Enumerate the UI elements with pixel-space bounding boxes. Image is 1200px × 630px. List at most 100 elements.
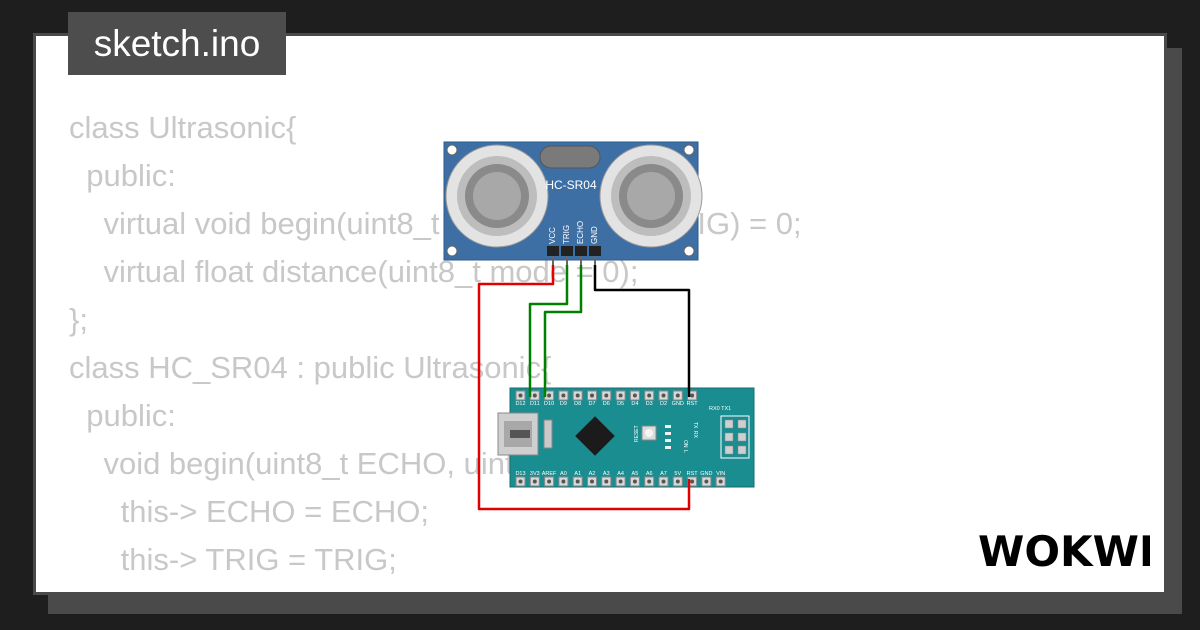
- mount-hole: [446, 245, 458, 257]
- pin-hole: [590, 479, 594, 484]
- led-label-l: L: [682, 450, 688, 453]
- pin-label-gnd: GND: [590, 226, 599, 244]
- reset-label: RESET: [634, 425, 640, 442]
- pin-hole: [561, 393, 566, 398]
- nano-pin-label: D5: [617, 401, 624, 407]
- status-leds: [665, 425, 671, 449]
- nano-pin-label: D8: [574, 401, 581, 407]
- pin-hole: [575, 393, 580, 398]
- sketch-title: sketch.ino: [68, 12, 286, 75]
- nano-pin-label: GND: [672, 401, 684, 407]
- nano-pin-label: D3: [646, 401, 653, 407]
- nano-pin-label: A3: [603, 471, 610, 477]
- nano-pin-label: D6: [603, 401, 610, 407]
- wokwi-logo: WOKWI: [978, 528, 1150, 576]
- pin-hole: [675, 393, 680, 398]
- pin-hole: [632, 479, 637, 484]
- pin-hole: [647, 479, 652, 484]
- pin-hole: [604, 479, 609, 484]
- pin-hole: [561, 479, 566, 484]
- nano-pin-label: A0: [560, 471, 567, 477]
- nano-pin-label: 5V: [674, 471, 681, 477]
- pin-hole: [718, 479, 723, 484]
- icsp-header: [720, 415, 750, 459]
- nano-pin-label: A4: [617, 471, 624, 477]
- pin-hole: [618, 393, 623, 398]
- transducer-right: [599, 144, 703, 248]
- code-line: this-> ECHO = ECHO;: [69, 494, 430, 529]
- code-line: public:: [69, 398, 176, 433]
- pin-hole: [575, 479, 580, 484]
- nano-pin-label: D11: [530, 401, 540, 407]
- pin-hole: [647, 393, 652, 398]
- code-line: class Ultrasonic{: [69, 110, 297, 145]
- serial-header-label: RX0 TX1: [709, 406, 731, 412]
- nano-pin-label: D7: [588, 401, 595, 407]
- pin-hole: [532, 479, 537, 484]
- wire-vcc-5v[interactable]: [477, 265, 691, 511]
- pin-hole: [690, 393, 695, 398]
- nano-pin-label: A2: [589, 471, 596, 477]
- sensor-pin-gnd[interactable]: [589, 246, 601, 256]
- pin-hole: [590, 393, 594, 398]
- pin-hole: [661, 393, 666, 398]
- pin-hole: [675, 479, 680, 484]
- pin-hole: [604, 393, 609, 398]
- pin-hole: [518, 393, 523, 398]
- transducer-left: [445, 144, 549, 248]
- sensor-pin-trig[interactable]: [561, 246, 573, 256]
- sensor-pin-vcc[interactable]: [547, 246, 559, 256]
- nano-pin-label: 3V3: [530, 471, 540, 477]
- pin-hole: [704, 479, 709, 484]
- nano-pin-label: D2: [660, 401, 667, 407]
- nano-pin-label: D13: [515, 471, 525, 477]
- led-label-rx: RX: [692, 431, 698, 439]
- code-line: public:: [69, 158, 176, 193]
- mount-hole: [446, 144, 458, 156]
- pin-hole: [547, 393, 552, 398]
- preview-card: class Ultrasonic{ public: virtual void b…: [33, 33, 1167, 595]
- nano-pin-label: VIN: [716, 471, 725, 477]
- mount-hole: [683, 245, 695, 257]
- code-line: this-> TRIG = TRIG;: [69, 542, 397, 577]
- nano-pin-label: A1: [574, 471, 581, 477]
- led-label-on: ON: [682, 440, 688, 448]
- nano-pin-label: AREF: [542, 471, 557, 477]
- pin-label-trig: TRIG: [562, 225, 571, 244]
- code-line: class HC_SR04 : public Ultrasonic{: [69, 350, 552, 385]
- nano-pin-label: D12: [515, 401, 525, 407]
- code-line: };: [69, 302, 88, 337]
- pin-hole: [532, 393, 537, 398]
- nano-pin-label: D10: [544, 401, 554, 407]
- wire-gnd-gnd[interactable]: [593, 265, 691, 397]
- sensor-pin-echo[interactable]: [575, 246, 587, 256]
- pin-hole: [632, 393, 637, 398]
- nano-pin-label: RST: [687, 471, 699, 477]
- pin-hole: [661, 479, 666, 484]
- pin-hole: [690, 479, 695, 484]
- pin-label-vcc: VCC: [548, 227, 557, 244]
- led-label-tx: TX: [692, 422, 698, 429]
- nano-pin-label: RST: [687, 401, 699, 407]
- nano-pin-label: D4: [631, 401, 638, 407]
- pin-hole: [547, 479, 552, 484]
- microcontroller-chip: [575, 416, 615, 456]
- sensor-model-label: HC-SR04: [545, 178, 597, 192]
- nano-pin-label: A6: [646, 471, 653, 477]
- hc-sr04-sensor[interactable]: HC-SR04 VCC TRIG ECHO GND: [443, 141, 703, 265]
- nano-pin-label: D9: [560, 401, 567, 407]
- code-line: pinMode(ECHO, INPUT);: [69, 584, 802, 592]
- mount-hole: [683, 144, 695, 156]
- arduino-nano[interactable]: RESET TX RX ON L D12 D11 D10 D9 D8 D7 D6 D5 D4 D3…: [497, 387, 755, 488]
- pin-hole: [518, 479, 523, 484]
- nano-pin-label: A5: [632, 471, 639, 477]
- wire-trig-d12[interactable]: [528, 265, 569, 397]
- crystal-oscillator: [539, 145, 601, 169]
- nano-pin-label: A7: [660, 471, 667, 477]
- wokwi-logo-text: WOKWI: [978, 528, 1150, 576]
- wire-echo-d11[interactable]: [543, 265, 583, 397]
- nano-pin-label: GND: [700, 471, 712, 477]
- pin-hole: [618, 479, 623, 484]
- pin-label-echo: ECHO: [576, 221, 585, 244]
